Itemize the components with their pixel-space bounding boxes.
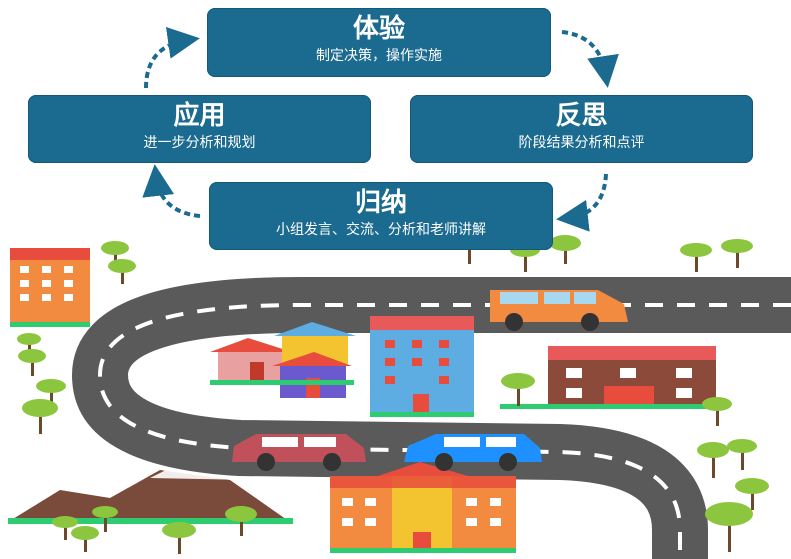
car-blue [404,434,542,471]
arrow-induce-to-apply [142,164,201,218]
car-red [232,434,366,471]
experience-title: 体验 [352,14,405,44]
building-blue [370,316,474,417]
experience-box: 体验 制定决策，操作实施 [207,8,551,77]
building-brown [500,346,725,409]
van-orange [490,290,628,331]
cycle-arrows [142,27,619,232]
tree [735,478,769,510]
tree [52,516,78,540]
building-orange-bottom [330,462,516,553]
road [71,277,791,559]
tree [680,243,712,272]
induce-subtitle: 小组发言、交流、分析和老师讲解 [276,222,486,238]
tree [162,522,196,554]
induce-title: 归纳 [354,188,407,218]
tree [727,439,757,470]
tree [36,379,66,408]
tree [18,349,46,376]
building-left [10,248,90,327]
houses-center [210,322,356,398]
tree [22,399,58,434]
arrow-reflect-to-induce [556,173,608,232]
reflect-box: 反思 阶段结果分析和点评 [410,95,753,163]
tree [71,526,99,552]
induce-box: 归纳 小组发言、交流、分析和老师讲解 [209,182,553,250]
tree [101,241,129,264]
tree [501,373,535,406]
apply-box: 应用 进一步分析和规划 [28,95,371,163]
tree [702,397,732,426]
trees [17,235,769,554]
tree [225,506,257,536]
arrow-apply-to-experience [144,27,200,89]
tree [108,259,136,284]
tree [92,506,118,532]
arrow-experience-to-reflect [561,30,619,88]
experience-subtitle: 制定决策，操作实施 [316,48,442,64]
apply-subtitle: 进一步分析和规划 [143,135,256,151]
tree [549,235,581,264]
tree [721,239,753,268]
reflect-title: 反思 [555,101,608,131]
reflect-subtitle: 阶段结果分析和点评 [518,135,645,151]
apply-title: 应用 [173,101,226,131]
tree [705,502,753,552]
tree [697,442,729,478]
tree [17,333,41,356]
